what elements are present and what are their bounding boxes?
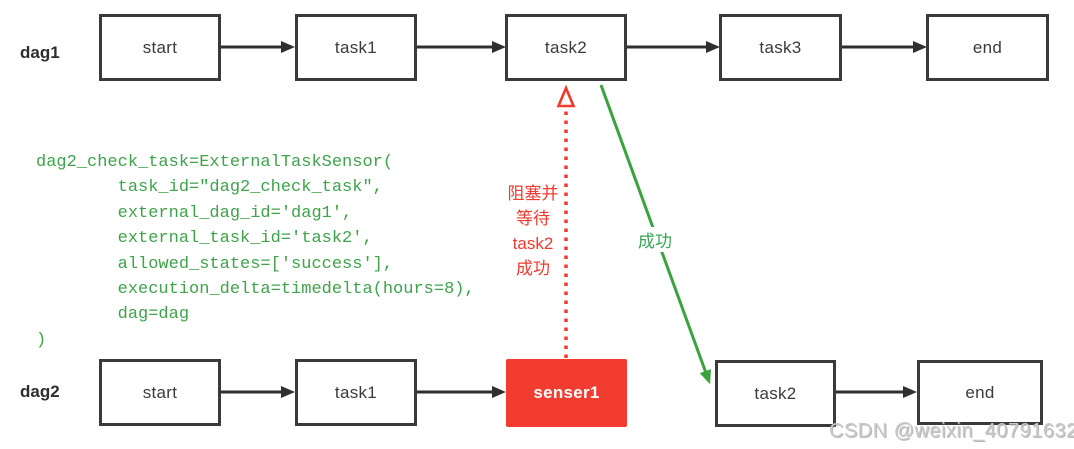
dag2-node-task1: task1 [295,359,417,426]
block-wait-note: 阻塞并 等待 task2 成功 [498,181,568,281]
block-wait-arrowhead-icon [556,84,576,108]
dag1-node-task3: task3 [719,14,842,81]
watermark: CSDN @weixin_40791632 [829,420,1074,442]
dag2-node-task2: task2 [715,360,836,427]
block-wait-note-line: 成功 [516,259,550,278]
code-line: external_task_id='task2', [36,229,373,249]
code-line: external_dag_id='dag1', [36,203,353,223]
dag2-label: dag2 [20,382,60,401]
code-line: dag2_check_task=ExternalTaskSensor( [36,153,394,172]
dag2-node-start: start [99,359,221,426]
code-block: dag2_check_task=ExternalTaskSensor( task… [36,150,475,353]
code-line: dag=dag [36,305,190,325]
code-line: allowed_states=['success'], [36,254,394,274]
dag1-node-task1: task1 [295,14,417,81]
dag2-node-end: end [917,360,1043,425]
dag1-node-end: end [926,14,1049,81]
success-arrow-label: 成功 [636,227,674,252]
block-wait-note-line: 阻塞并 [507,184,559,203]
code-line: execution_delta=timedelta(hours=8), [36,280,475,300]
code-line: task_id="dag2_check_task", [36,178,383,198]
dag1-node-task2: task2 [505,14,627,81]
block-wait-note-line: 等待 [516,209,550,228]
code-line: ) [36,330,47,350]
dag1-label: dag1 [20,43,60,62]
dag2-node-senser1: senser1 [506,359,627,427]
block-wait-note-line: task2 [512,234,554,253]
dag1-node-start: start [99,14,221,81]
